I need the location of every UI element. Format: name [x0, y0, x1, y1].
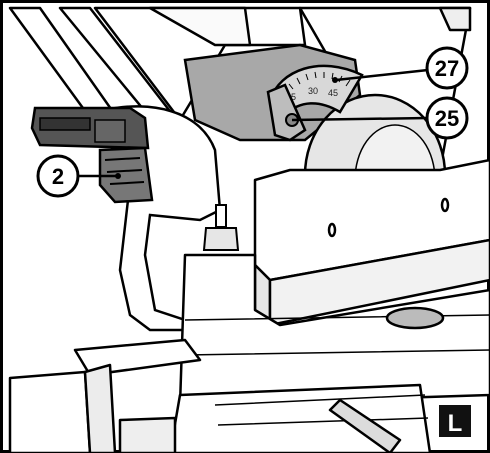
callout-27-label: 27	[435, 56, 459, 81]
callout-27: 27	[332, 46, 469, 90]
base-plate	[178, 253, 490, 407]
lower-frame	[8, 338, 432, 453]
callout-25: 25	[291, 96, 469, 140]
callout-2: 2	[36, 154, 121, 198]
figure-letter-badge: L	[439, 405, 471, 437]
handle	[30, 106, 154, 204]
scale-label-30: 30	[308, 86, 318, 96]
bolt	[202, 204, 240, 251]
callout-2-label: 2	[52, 164, 64, 189]
callout-25-label: 25	[435, 106, 459, 131]
figure-letter: L	[448, 410, 463, 437]
scale-label-45: 45	[328, 88, 338, 98]
bevel-pointer	[266, 83, 307, 142]
fence	[253, 158, 490, 327]
